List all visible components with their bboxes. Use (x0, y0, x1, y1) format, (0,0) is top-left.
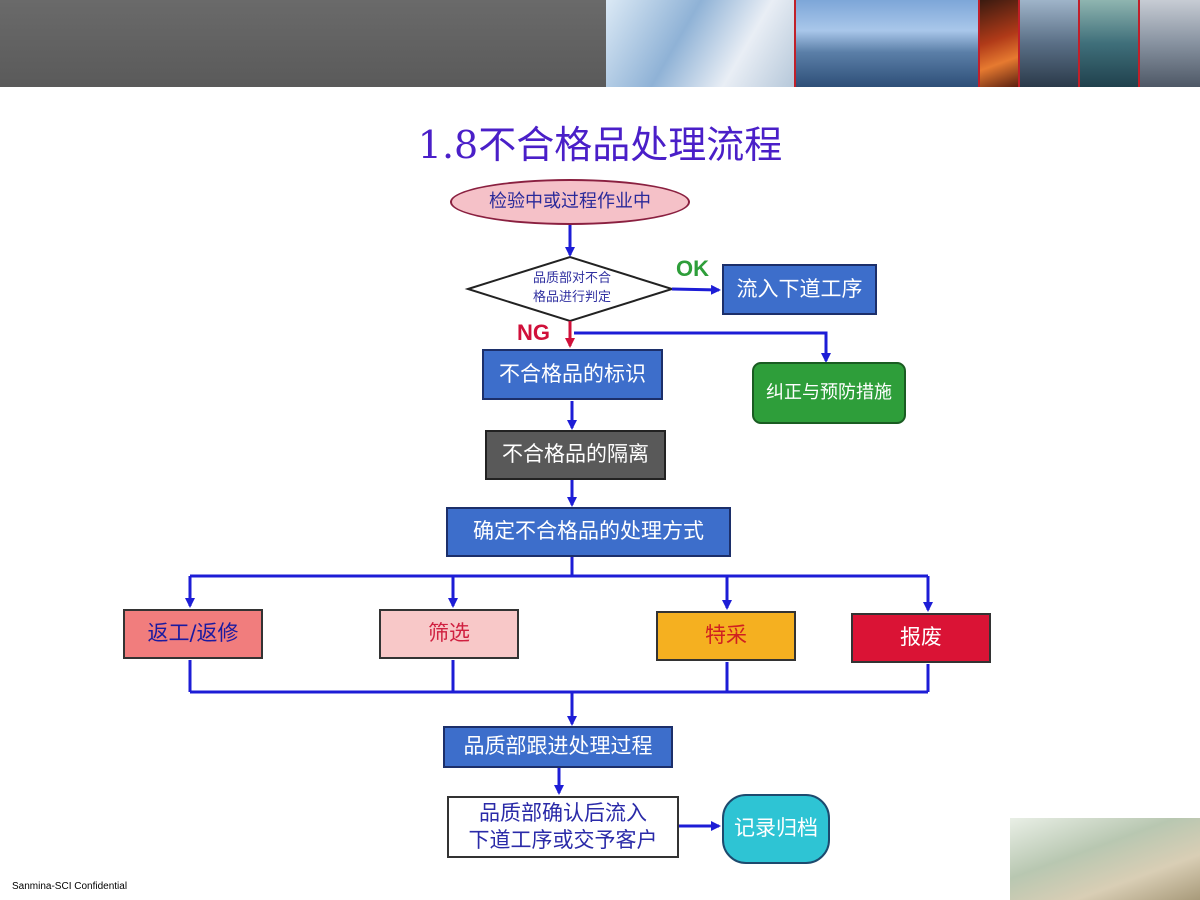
city-skyline-photo (796, 0, 980, 87)
connector-ok-to-next-process (671, 284, 721, 295)
ok-label: OK (676, 256, 709, 281)
confidential-footer: Sanmina-SCI Confidential (12, 881, 128, 892)
header-photo-strip (606, 0, 1200, 87)
decision-label: 品质部对不合 格品进行判定 (507, 270, 637, 308)
special-acceptance-box: 特采 (656, 611, 796, 661)
isolate-box: 不合格品的隔离 (485, 430, 666, 480)
connector-ng-to-corrective (574, 331, 831, 363)
equipment-photo (1140, 0, 1200, 87)
header-bar (0, 0, 606, 87)
industrial-photo (980, 0, 1020, 87)
release-line-1: 品质部确认后流入 (479, 800, 647, 825)
clock-photo (1010, 818, 1200, 900)
identify-box: 不合格品的标识 (482, 349, 663, 400)
record-archive-box: 记录归档 (722, 794, 830, 864)
handshake-photo (606, 0, 796, 87)
release-box: 品质部确认后流入 下道工序或交予客户 (447, 796, 679, 858)
release-line-2: 下道工序或交予客户 (468, 828, 658, 852)
page-title: 1.8不合格品处理流程 (417, 123, 783, 167)
aircraft-photo (1020, 0, 1080, 87)
start-ellipse: 检验中或过程作业中 (450, 179, 690, 225)
rework-box: 返工/返修 (123, 609, 263, 659)
decision-label-line-1: 品质部对不合 (532, 271, 611, 286)
ng-label: NG (517, 320, 550, 345)
scrap-box: 报废 (851, 613, 991, 663)
decision-label-line-2: 格品进行判定 (532, 289, 611, 305)
corrective-action-box: 纠正与预防措施 (752, 362, 906, 424)
next-process-box: 流入下道工序 (722, 264, 877, 315)
determine-disposition-box: 确定不合格品的处理方式 (446, 507, 731, 557)
follow-up-box: 品质部跟进处理过程 (443, 726, 673, 768)
screen-box: 筛选 (379, 609, 519, 659)
factory-workers-photo (1080, 0, 1140, 87)
